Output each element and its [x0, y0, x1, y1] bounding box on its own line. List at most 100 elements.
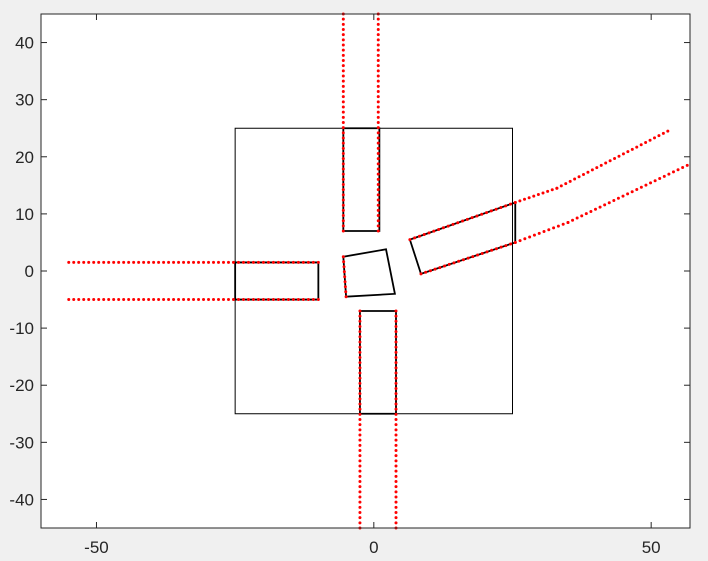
marker-point — [358, 495, 362, 499]
marker-point — [644, 183, 648, 187]
marker-point — [639, 185, 643, 189]
marker-point — [571, 218, 575, 222]
marker-point — [358, 474, 362, 478]
marker-point — [394, 361, 398, 365]
marker-point — [617, 154, 621, 158]
marker-point — [552, 226, 556, 230]
marker-point — [341, 115, 345, 119]
marker-point — [197, 260, 201, 264]
marker-point — [667, 172, 671, 176]
marker-point — [494, 247, 498, 251]
marker-point — [358, 345, 362, 349]
marker-point — [162, 298, 166, 302]
marker-point — [341, 255, 345, 259]
marker-point — [376, 141, 380, 145]
marker-point — [222, 260, 225, 264]
marker-point — [162, 260, 166, 264]
marker-point — [202, 260, 206, 264]
marker-point — [523, 237, 527, 241]
marker-point — [341, 59, 345, 62]
marker-point — [527, 196, 531, 200]
marker-point — [246, 298, 250, 302]
marker-point — [471, 255, 475, 259]
marker-point — [432, 229, 436, 233]
marker-point — [341, 131, 345, 135]
marker-point — [621, 194, 625, 198]
marker-point — [77, 298, 81, 302]
marker-point — [441, 226, 445, 230]
marker-point — [241, 298, 245, 302]
marker-point — [358, 480, 362, 483]
marker-point — [394, 423, 398, 427]
marker-point — [341, 193, 345, 197]
marker-point — [394, 500, 398, 504]
marker-point — [301, 260, 305, 264]
marker-point — [296, 298, 300, 302]
marker-point — [112, 298, 116, 302]
marker-point — [394, 459, 398, 463]
marker-point — [639, 143, 643, 147]
marker-point — [358, 314, 362, 318]
y-tick-label: -10 — [9, 319, 34, 338]
marker-point — [341, 126, 345, 130]
marker-point — [107, 298, 111, 302]
marker-point — [658, 177, 662, 181]
marker-point — [394, 309, 398, 313]
marker-point — [127, 298, 131, 302]
marker-point — [341, 157, 345, 161]
marker-point — [499, 245, 503, 249]
marker-point — [341, 84, 345, 88]
marker-point — [358, 355, 362, 359]
marker-point — [182, 260, 186, 264]
marker-point — [341, 69, 345, 73]
marker-point — [358, 505, 362, 509]
marker-point — [394, 324, 398, 328]
marker-point — [97, 260, 101, 264]
marker-point — [424, 270, 428, 274]
marker-point — [342, 270, 346, 274]
marker-point — [341, 214, 345, 218]
marker-point — [271, 260, 275, 264]
marker-point — [437, 227, 441, 231]
marker-point — [177, 260, 181, 264]
marker-point — [676, 168, 680, 172]
marker-point — [341, 38, 345, 42]
marker-point — [152, 298, 156, 302]
marker-point — [276, 298, 280, 302]
marker-point — [603, 203, 607, 207]
marker-point — [117, 298, 121, 302]
marker-point — [342, 265, 346, 269]
marker-point — [681, 166, 685, 170]
marker-point — [311, 298, 315, 302]
marker-point — [167, 298, 171, 302]
marker-point — [394, 314, 398, 318]
marker-point — [286, 298, 290, 302]
marker-point — [358, 361, 362, 365]
marker-point — [358, 350, 362, 354]
marker-point — [376, 208, 380, 212]
marker-point — [341, 167, 345, 171]
marker-point — [376, 157, 380, 161]
marker-point — [542, 230, 546, 234]
marker-point — [358, 490, 362, 494]
marker-point — [456, 221, 460, 225]
marker-point — [341, 17, 345, 21]
marker-point — [251, 260, 255, 264]
marker-point — [358, 340, 362, 344]
marker-point — [341, 146, 345, 150]
marker-point — [256, 298, 260, 302]
marker-point — [518, 199, 522, 203]
marker-point — [394, 397, 398, 401]
marker-point — [226, 260, 230, 264]
marker-point — [376, 126, 380, 130]
marker-point — [475, 214, 479, 218]
marker-point — [286, 260, 290, 264]
south-lane-right — [394, 309, 398, 530]
marker-point — [341, 229, 345, 233]
marker-point — [212, 298, 216, 302]
marker-point — [212, 260, 216, 264]
y-tick-label: -20 — [9, 376, 34, 395]
marker-point — [376, 17, 380, 21]
marker-point — [573, 177, 577, 181]
marker-point — [87, 260, 91, 264]
